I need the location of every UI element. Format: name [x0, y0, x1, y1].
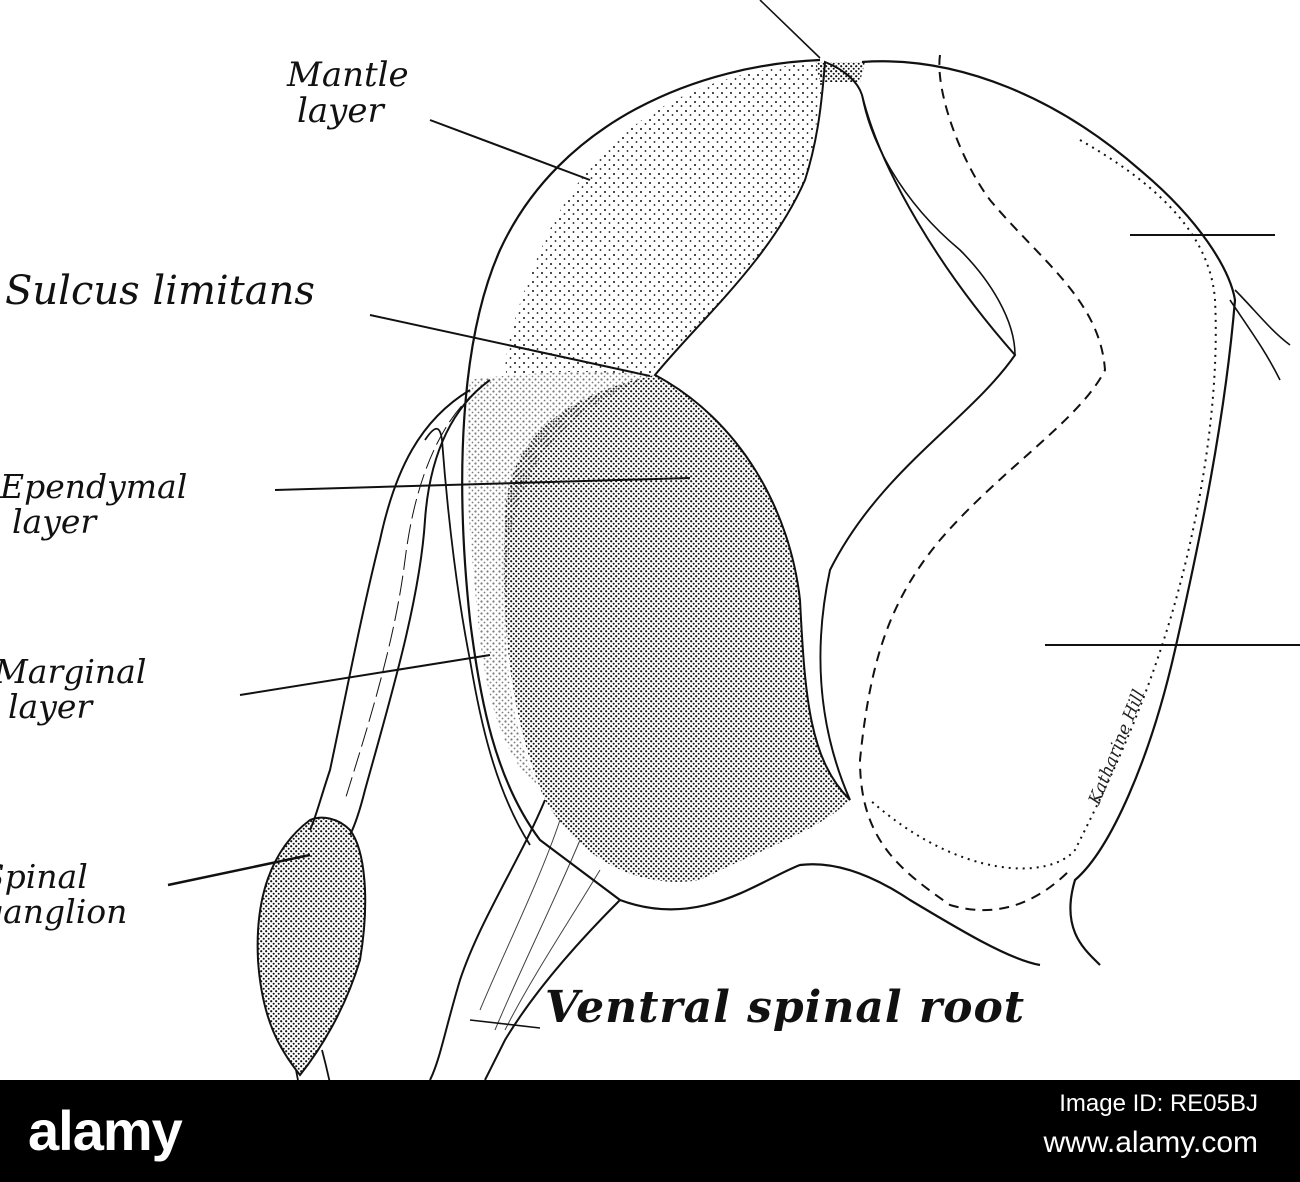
leader-marginal [239, 654, 491, 696]
dorsal-root-right [1229, 289, 1291, 381]
image-id: Image ID: RE05BJ [1059, 1090, 1258, 1117]
label-marginal-line2: layer [8, 686, 93, 726]
label-mantle-line2: layer [297, 90, 384, 131]
lumen-right-wall [861, 94, 1016, 356]
leader-spinal-ganglion [167, 853, 311, 887]
leader-sulcus [369, 314, 651, 377]
label-ependymal-line2: layer [12, 501, 97, 541]
alamy-logo-text: alamy [28, 1099, 183, 1162]
label-mantle-layer: Mantle layer [287, 55, 409, 131]
stock-url[interactable]: www.alamy.com [1043, 1126, 1258, 1159]
label-spinal-ganglion: Spinal ganglion [0, 857, 128, 931]
intermediate-zone [466, 372, 655, 790]
dashed-boundary-right [858, 54, 1107, 912]
ventral-root-fibers [479, 819, 601, 1031]
dorsal-root-fibers [344, 387, 481, 801]
stock-watermark-bar: alamy Image ID: RE05BJ www.alamy.com [0, 1080, 1300, 1182]
leader-ependymal [274, 477, 691, 491]
label-ventral-spinal-root: Ventral spinal root [545, 982, 1026, 1033]
ependymal-layer-ventral [503, 375, 850, 882]
label-spinal-line2: ganglion [0, 891, 128, 931]
leader-mantle [429, 119, 591, 181]
label-spinal-line1: Spinal [0, 857, 88, 896]
diagram-svg [167, 0, 1300, 1080]
label-marginal-line1: Marginal [0, 652, 147, 691]
outer-contour-left [461, 58, 1041, 967]
label-ependymal-layer: Ependymal layer [0, 467, 188, 541]
dorsal-root-left-outer [309, 389, 471, 831]
spinal-cord-diagram: Mantle layer Sulcus limitans Ependymal l… [0, 0, 1300, 1080]
roof-plate [815, 62, 865, 82]
spinal-ganglion [256, 816, 367, 1077]
label-marginal-layer: Marginal layer [0, 652, 147, 726]
ventral-root-outer [429, 799, 546, 1080]
alamy-logo: alamy [28, 1098, 183, 1163]
label-sulcus-limitans: Sulcus limitans [5, 268, 315, 314]
dorsal-root-left-inner [349, 379, 491, 836]
ventral-root-inner [484, 899, 621, 1080]
label-mantle-line1: Mantle [287, 55, 409, 95]
leader-ventral-root [469, 1019, 541, 1029]
outer-contour-right [861, 60, 1237, 966]
leader-roof [759, 0, 821, 59]
central-canal [653, 60, 1017, 801]
label-ependymal-line1: Ependymal [0, 467, 188, 506]
nerve-below-ganglion [295, 1049, 331, 1080]
root-spike [424, 427, 531, 846]
mantle-layer-dorsal [505, 62, 825, 376]
